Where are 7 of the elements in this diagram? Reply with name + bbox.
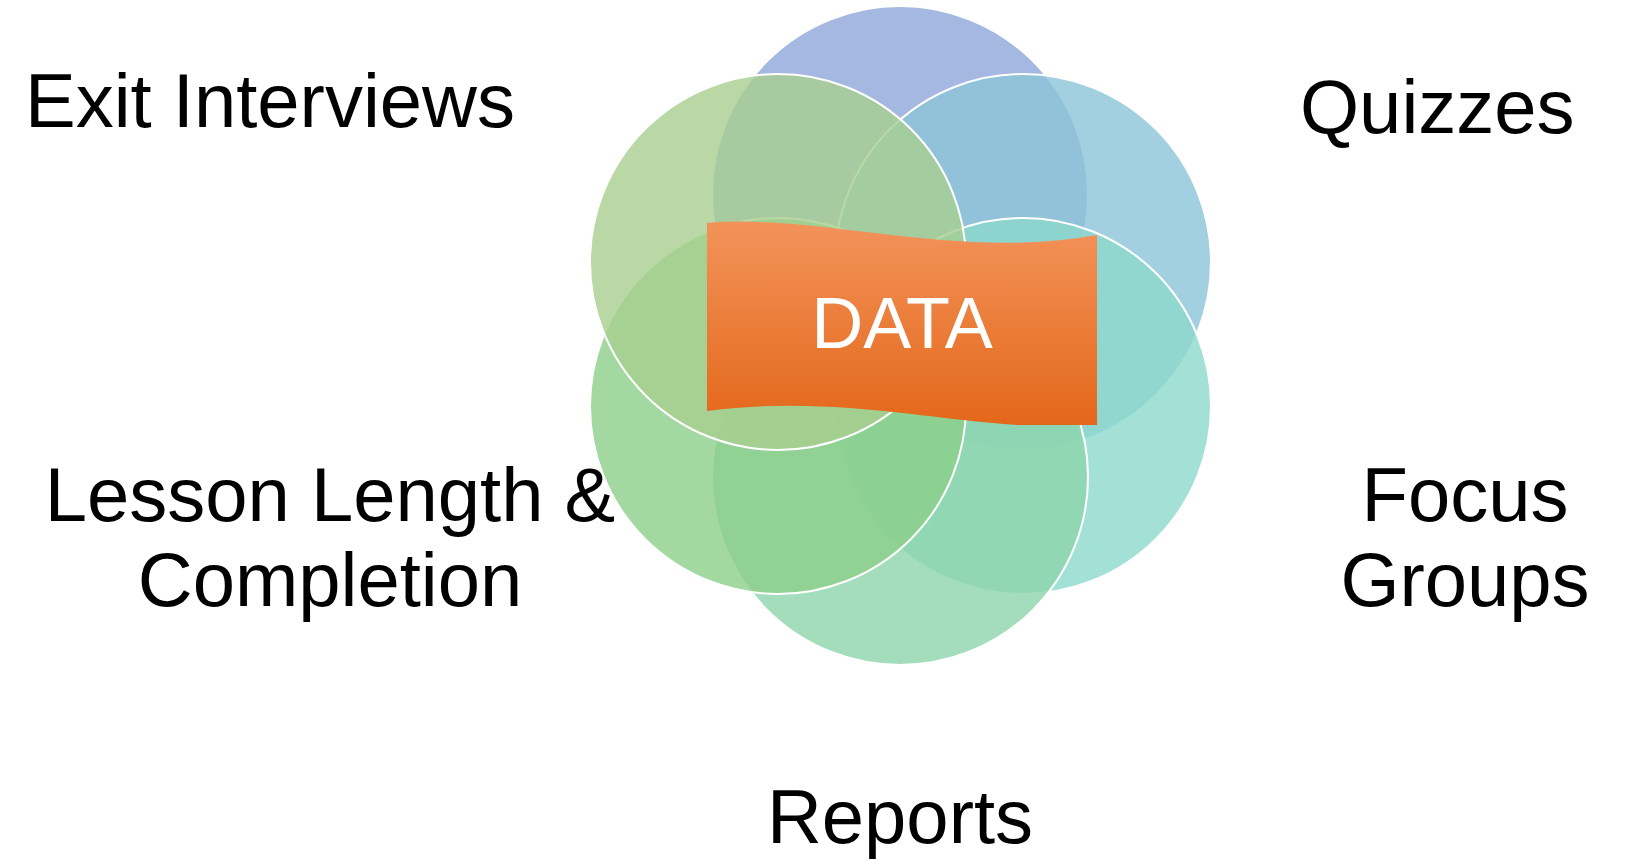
category-label: Focus Groups	[1340, 452, 1590, 623]
category-label: Reports	[766, 774, 1034, 859]
banner-label: DATA	[811, 287, 993, 359]
category-label: Exit Interviews	[25, 58, 515, 143]
wave-banner	[707, 221, 1097, 425]
category-label: Quizzes	[1300, 64, 1575, 149]
category-label: Lesson Length & Completion	[44, 452, 616, 623]
